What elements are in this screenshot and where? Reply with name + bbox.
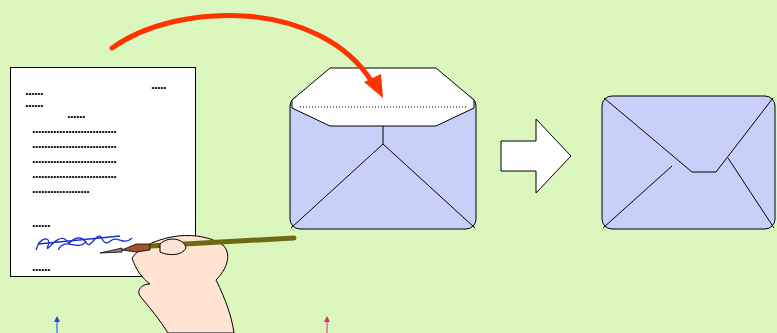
closed-envelope	[602, 96, 775, 229]
text-line: ......	[32, 261, 50, 273]
envelope-flap	[292, 68, 474, 126]
pen-nib	[100, 248, 122, 253]
text-line: ......	[32, 217, 50, 229]
signature	[36, 236, 132, 250]
finger	[160, 239, 186, 255]
marker-head	[324, 316, 330, 322]
arrow-head	[364, 74, 383, 98]
text-line: ......	[25, 97, 43, 109]
pen-grip	[122, 244, 150, 252]
envelope-seam	[383, 126, 384, 144]
text-line: .....	[151, 79, 166, 91]
text-line: ............................	[32, 153, 116, 165]
text-line: ......	[67, 108, 85, 120]
process-arrow	[501, 119, 571, 193]
marker-head	[54, 316, 60, 322]
text-line: ............................	[32, 138, 116, 150]
text-line: ............................	[32, 168, 116, 180]
text-line: ............................	[32, 123, 116, 135]
envelope-fold	[728, 158, 774, 228]
envelope-fold	[291, 144, 475, 228]
envelope-flap	[604, 98, 773, 172]
text-line: ......	[25, 85, 43, 97]
text-line: ...................	[32, 183, 89, 195]
fold-line	[300, 107, 466, 108]
envelope-fold	[603, 166, 672, 228]
